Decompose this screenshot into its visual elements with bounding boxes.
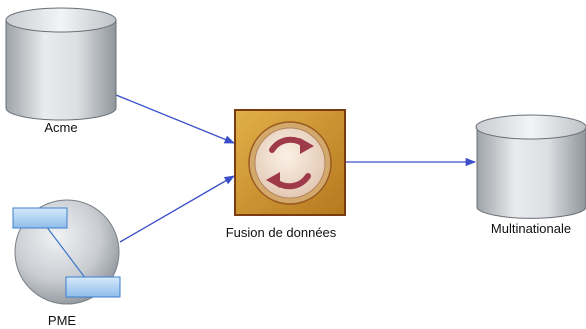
- database-icon: [5, 7, 117, 121]
- node-label-fusion: Fusion de données: [226, 225, 337, 240]
- node-label-pme: PME: [48, 313, 77, 328]
- database-icon: [475, 114, 586, 219]
- connectors: [115, 94, 477, 243]
- network-icon: [12, 199, 121, 305]
- node-pme[interactable]: PME: [12, 199, 121, 328]
- node-fusion[interactable]: Fusion de données: [226, 109, 346, 240]
- node-label-acme: Acme: [44, 120, 77, 135]
- transform-icon: [234, 109, 346, 216]
- node-acme[interactable]: Acme: [5, 7, 117, 135]
- node-label-multinationale: Multinationale: [491, 221, 571, 236]
- edge-pme-fusion[interactable]: [119, 175, 235, 243]
- edge-acme-fusion[interactable]: [115, 94, 235, 144]
- node-multinationale[interactable]: Multinationale: [475, 114, 586, 236]
